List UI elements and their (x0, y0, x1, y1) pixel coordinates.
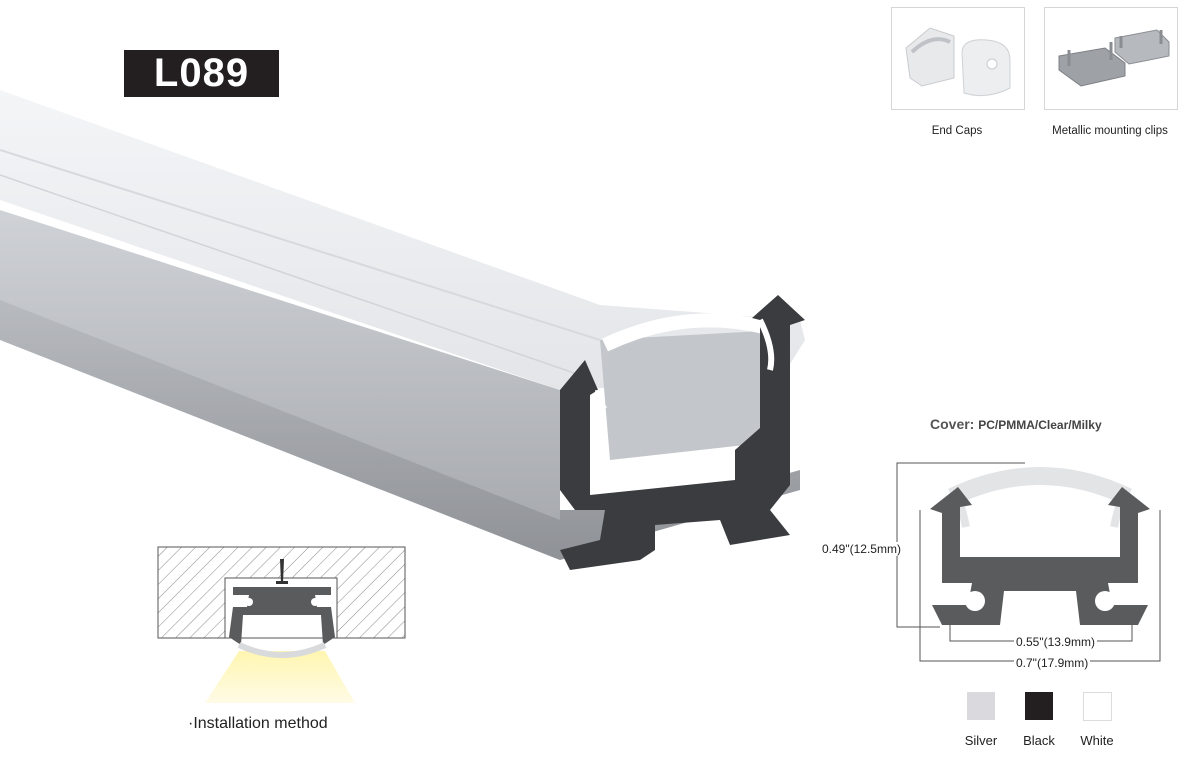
swatch-white (1083, 692, 1112, 721)
model-name: L089 (153, 51, 250, 95)
outer-width-dimension: 0.7"(17.9mm) (1014, 656, 1091, 670)
installation-diagram (157, 546, 406, 703)
swatch-black (1025, 692, 1053, 720)
model-badge: L089 (124, 50, 279, 97)
cover-value: PC/PMMA/Clear/Milky (978, 418, 1102, 432)
end-caps-image-box (891, 7, 1025, 110)
installation-label: ·Installation method (188, 715, 328, 732)
inner-width-dimension: 0.55"(13.9mm) (1014, 635, 1097, 649)
swatch-label-black: Black (1023, 733, 1055, 748)
cover-spec: Cover: PC/PMMA/Clear/Milky (930, 416, 1102, 432)
swatch-silver (967, 692, 995, 720)
mounting-clips-image (1058, 29, 1170, 87)
height-dimension: 0.49"(12.5mm) (820, 542, 903, 556)
end-caps-image (905, 27, 1011, 97)
mounting-clips-label: Metallic mounting clips (1052, 125, 1168, 137)
end-caps-label: End Caps (931, 125, 983, 137)
swatch-label-white: White (1080, 733, 1114, 748)
cover-label: Cover: (930, 416, 975, 432)
mounting-clips-image-box (1044, 7, 1178, 110)
swatch-label-silver: Silver (964, 733, 998, 748)
aluminum-profile-image (0, 90, 805, 570)
